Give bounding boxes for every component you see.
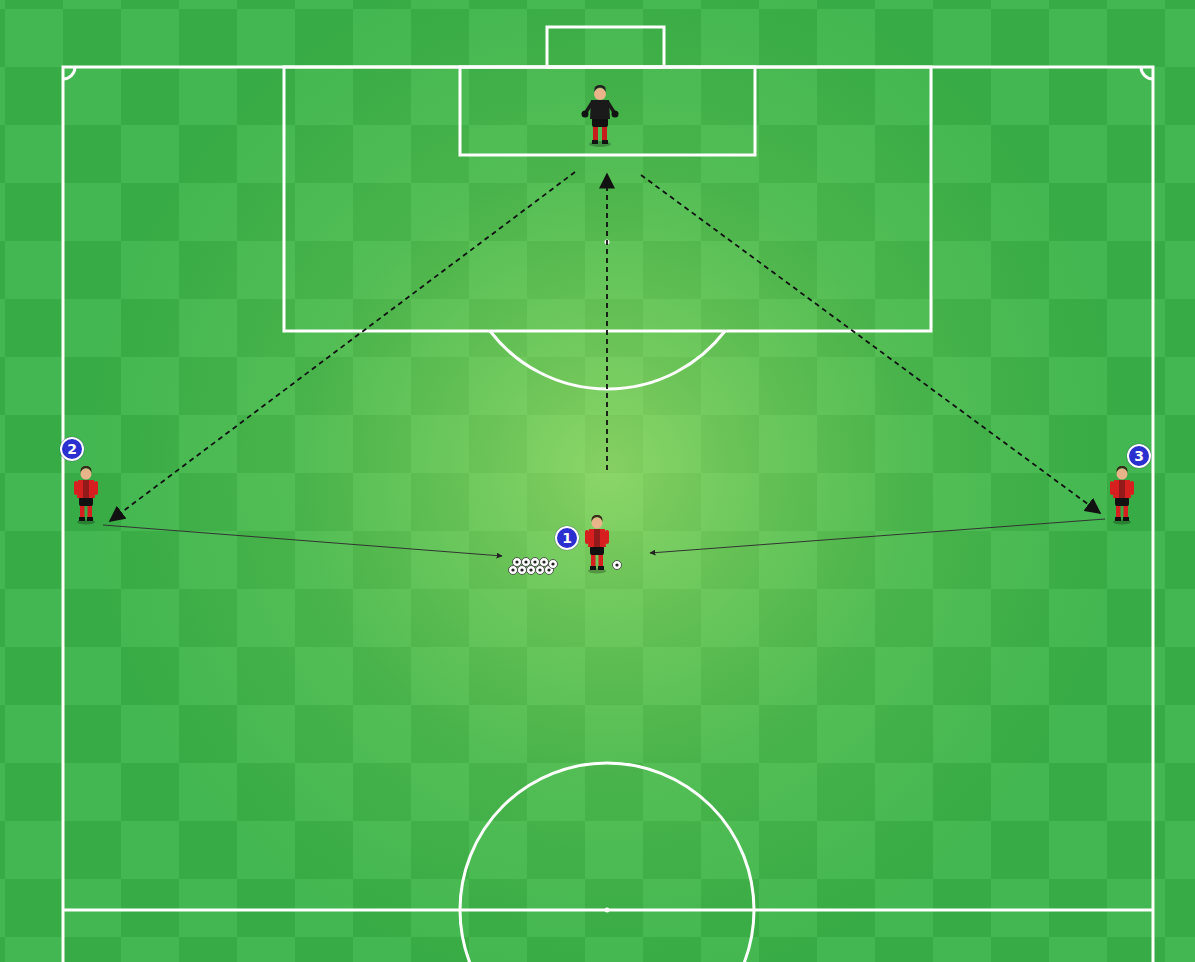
ball bbox=[613, 561, 622, 570]
player bbox=[74, 466, 98, 525]
pitch-lines bbox=[63, 27, 1153, 962]
centre-spot bbox=[605, 908, 610, 913]
player bbox=[585, 515, 609, 574]
callout-number: 1 bbox=[555, 526, 579, 550]
callout-text: 2 bbox=[67, 442, 77, 456]
pass-arrows bbox=[110, 172, 1100, 521]
callout-text: 3 bbox=[1134, 449, 1144, 463]
callout-number: 3 bbox=[1127, 444, 1151, 468]
callout-number: 2 bbox=[60, 437, 84, 461]
player bbox=[1110, 466, 1134, 525]
goalkeeper bbox=[582, 85, 619, 147]
callout-text: 1 bbox=[562, 531, 572, 545]
ball-pile bbox=[509, 558, 558, 575]
